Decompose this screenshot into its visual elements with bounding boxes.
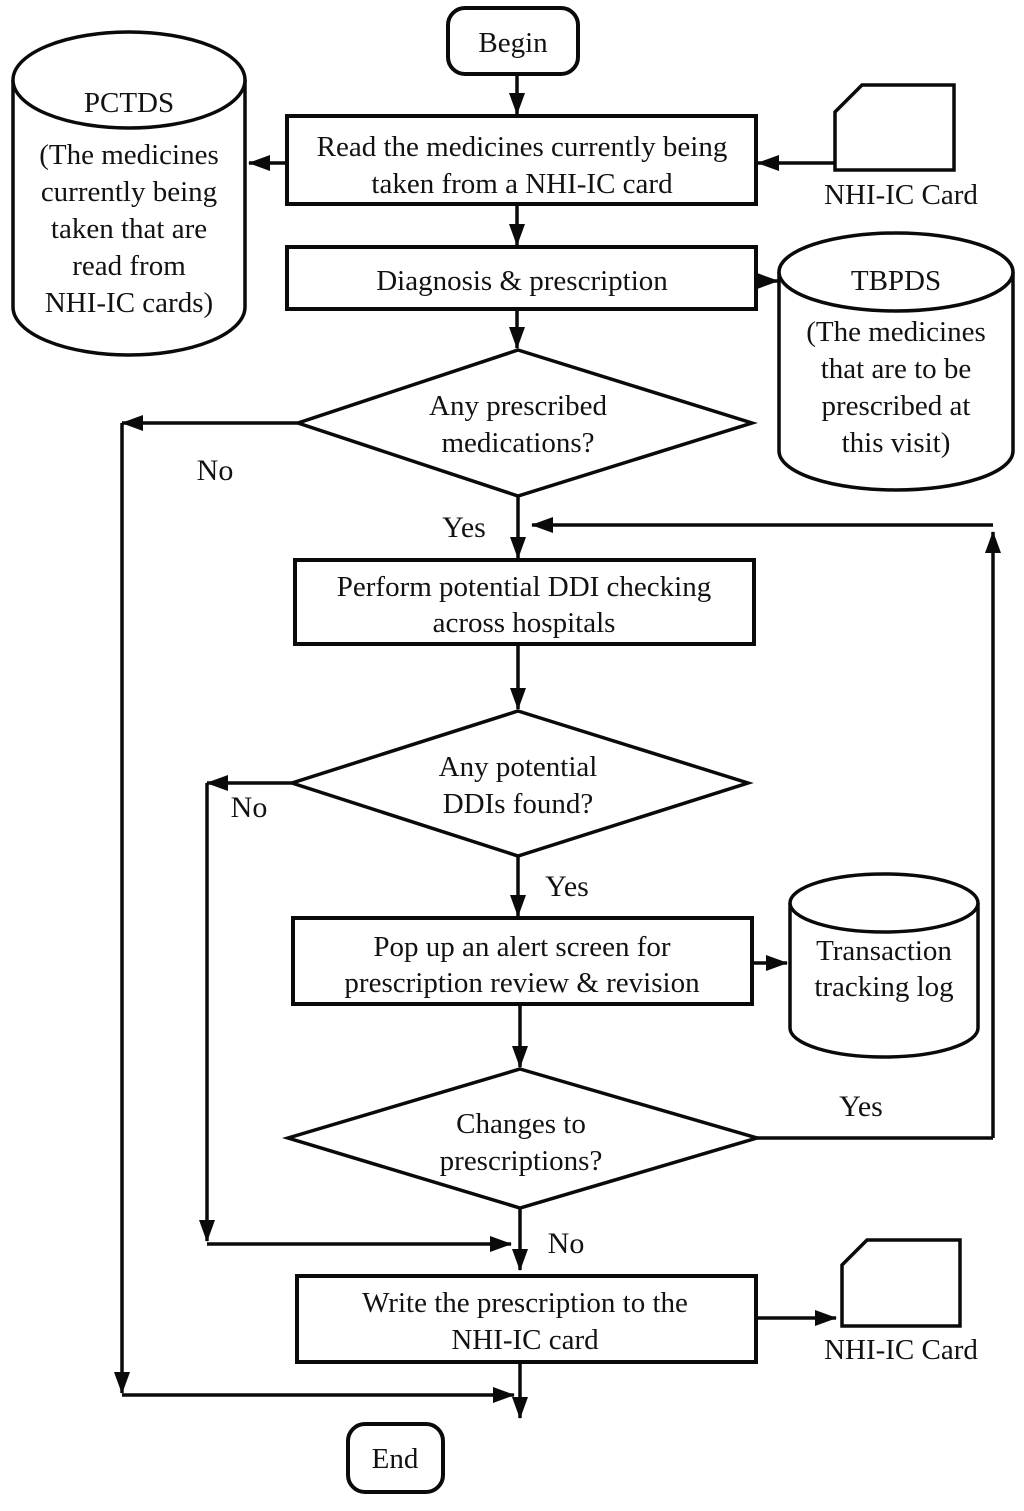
decision3-diamond-shape	[281, 1067, 764, 1210]
tbpds-desc-line3: prescribed at	[822, 390, 971, 422]
pctds-desc-line3: taken that are	[51, 213, 207, 245]
begin-label: Begin	[478, 27, 548, 59]
node-end: End	[346, 1422, 445, 1494]
node-read-card: Read the medicines currently being taken…	[285, 114, 758, 206]
decision2-yes-label: Yes	[545, 870, 589, 903]
pctds-cylinder-body	[11, 80, 247, 357]
decision1-yes-label: Yes	[442, 511, 486, 544]
node-decision-changes: Changes to prescriptions?	[281, 1067, 764, 1210]
node-decision-any-prescribed: Any prescribed medications?	[292, 348, 758, 498]
alert-popup-process-shape	[291, 916, 754, 1006]
pctds-name: PCTDS	[84, 87, 174, 119]
nhi-card-bottom-label: NHI-IC Card	[824, 1334, 978, 1366]
tbpds-cylinder-body	[777, 272, 1015, 492]
node-decision-any-ddis: Any potential DDIs found?	[286, 709, 754, 858]
node-transaction-log-datastore: Transaction tracking log	[788, 872, 980, 1059]
decision3-line2: prescriptions?	[440, 1145, 603, 1177]
translog-cylinder-top	[788, 872, 980, 934]
tbpds-desc-line1: (The medicines	[806, 316, 986, 348]
translog-line2: tracking log	[814, 971, 953, 1003]
translog-line1: Transaction	[816, 935, 952, 967]
pctds-desc-line5: NHI-IC cards)	[45, 287, 213, 319]
decision1-line1: Any prescribed	[429, 390, 607, 422]
tbpds-desc-line4: this visit)	[842, 427, 951, 459]
decision2-line1: Any potential	[439, 751, 598, 783]
write-card-process-shape	[295, 1274, 758, 1364]
alert-popup-line2: prescription review & revision	[344, 967, 700, 999]
diagnosis-line1: Diagnosis & prescription	[376, 265, 668, 297]
pctds-cylinder-top	[11, 30, 247, 130]
pctds-desc-line1: (The medicines	[39, 139, 219, 171]
node-write-card: Write the prescription to the NHI-IC car…	[295, 1274, 758, 1364]
write-card-line2: NHI-IC card	[451, 1324, 599, 1356]
decision2-no-label: No	[231, 791, 268, 824]
diagnosis-process-shape	[285, 245, 758, 311]
ddi-check-line1: Perform potential DDI checking	[337, 571, 711, 603]
end-terminator-shape	[346, 1422, 445, 1494]
decision3-line1: Changes to	[456, 1108, 586, 1140]
pctds-desc-line2: currently being	[41, 176, 217, 208]
decision1-no-label: No	[197, 454, 234, 487]
decision3-no-label: No	[548, 1227, 585, 1260]
decision2-diamond-shape	[286, 709, 754, 858]
alert-popup-line1: Pop up an alert screen for	[373, 931, 670, 963]
end-label: End	[372, 1443, 419, 1475]
read-card-line2: taken from a NHI-IC card	[371, 168, 673, 200]
tbpds-cylinder-top	[777, 231, 1015, 313]
nhi-card-bottom-shape	[840, 1238, 962, 1328]
node-tbpds-datastore: TBPDS (The medicines that are to be pres…	[777, 231, 1015, 492]
node-diagnosis: Diagnosis & prescription	[285, 245, 758, 311]
decision3-yes-label: Yes	[839, 1090, 883, 1123]
ddi-check-process-shape	[293, 558, 756, 646]
tbpds-name: TBPDS	[851, 265, 941, 297]
pctds-desc-line4: read from	[72, 250, 186, 282]
node-pctds-datastore: PCTDS (The medicines currently being tak…	[11, 30, 247, 357]
begin-terminator-shape	[446, 6, 580, 76]
read-card-process-shape	[285, 114, 758, 206]
decision1-diamond-shape	[292, 348, 758, 498]
node-alert-popup: Pop up an alert screen for prescription …	[291, 916, 754, 1006]
read-card-line1: Read the medicines currently being	[317, 131, 728, 163]
node-nhi-card-top: NHI-IC Card	[824, 83, 978, 211]
nhi-card-top-shape	[833, 83, 956, 172]
node-ddi-check: Perform potential DDI checking across ho…	[293, 558, 756, 646]
node-begin: Begin	[446, 6, 580, 76]
decision1-line2: medications?	[441, 427, 594, 459]
write-card-line1: Write the prescription to the	[362, 1287, 688, 1319]
translog-cylinder-body	[788, 903, 980, 1059]
decision2-line2: DDIs found?	[443, 788, 594, 820]
edges	[114, 74, 1001, 1419]
tbpds-desc-line2: that are to be	[821, 353, 972, 385]
nhi-card-top-label: NHI-IC Card	[824, 179, 978, 211]
ddi-check-line2: across hospitals	[433, 607, 616, 639]
node-nhi-card-bottom: NHI-IC Card	[824, 1238, 978, 1366]
